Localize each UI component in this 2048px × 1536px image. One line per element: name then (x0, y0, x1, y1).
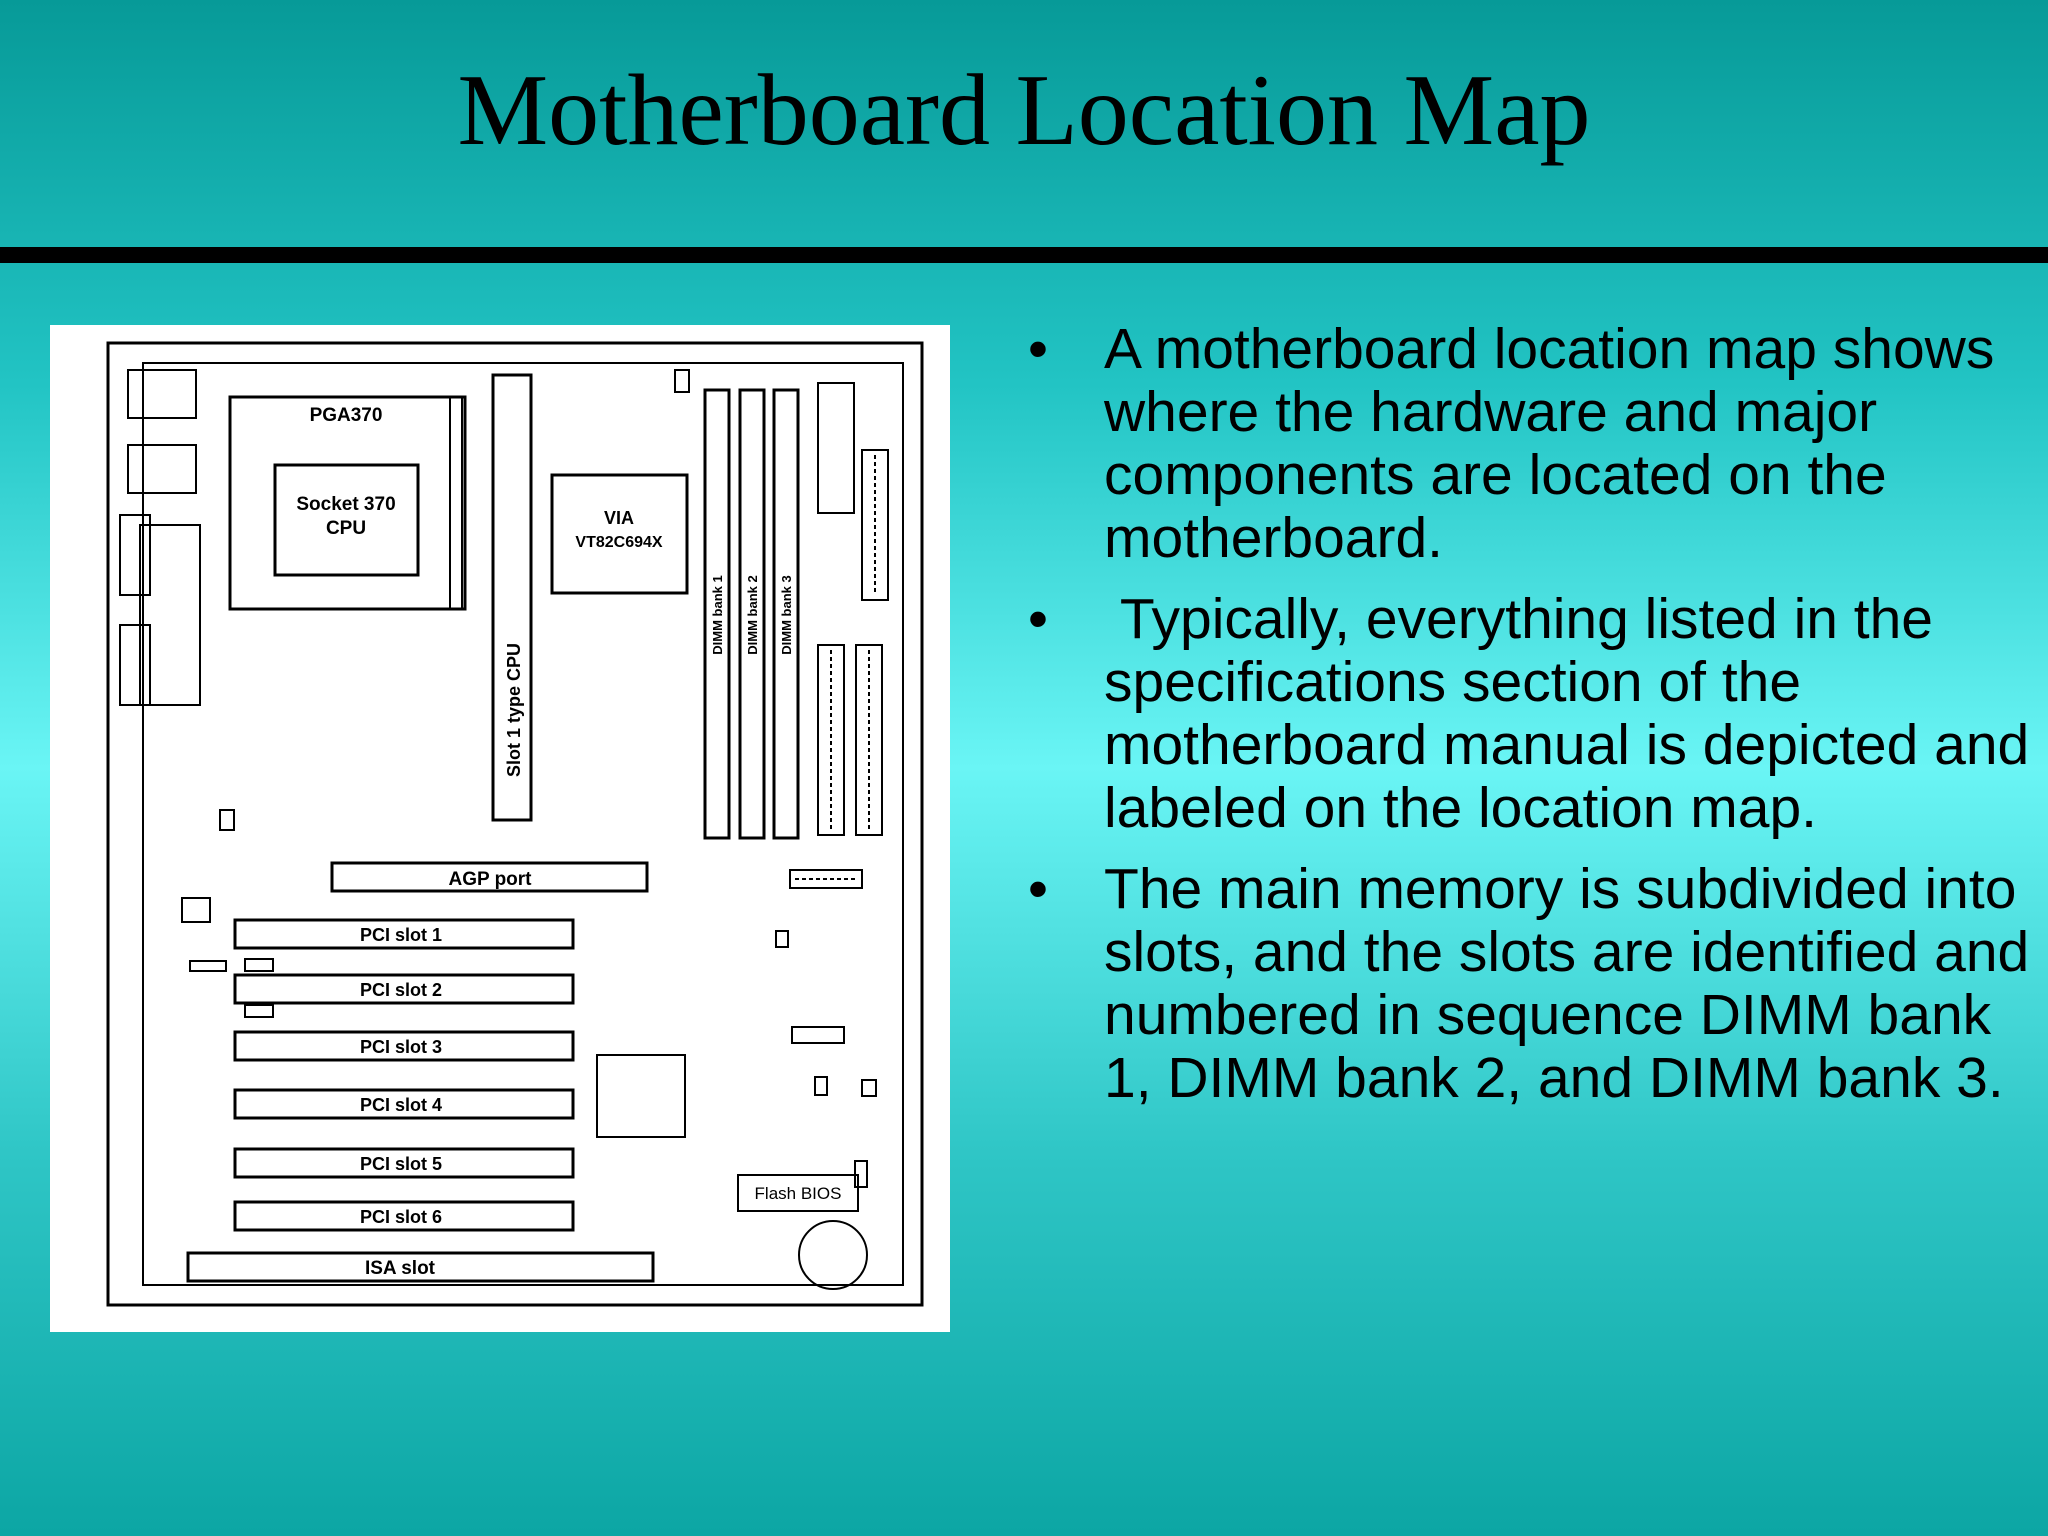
usb-port (127, 444, 197, 494)
via-label-line1: VIA (604, 508, 634, 528)
bullet-item: • A motherboard location map shows where … (1020, 318, 2030, 570)
title-divider (0, 247, 2048, 263)
via-northbridge (550, 473, 689, 595)
pci6-label: PCI slot 6 (360, 1207, 442, 1227)
slot1-label: Slot 1 type CPU (504, 643, 524, 777)
motherboard-map-svg: PGA370 Socket 370 CPU Slot 1 type CPU VI… (106, 341, 924, 1307)
pci3-label: PCI slot 3 (360, 1037, 442, 1057)
pci1-label: PCI slot 1 (360, 925, 442, 945)
isa-label: ISA slot (365, 1258, 436, 1279)
pci5-label: PCI slot 5 (360, 1154, 442, 1174)
agp-label: AGP port (448, 869, 532, 890)
dimm2-label: DIMM bank 2 (745, 575, 760, 654)
agp-port (330, 861, 649, 893)
bullet-text: The main memory is subdivided into slots… (1104, 857, 2030, 1110)
slot1-cpu (491, 373, 533, 822)
dimm-bank-3 (772, 388, 800, 840)
pci-slot-1 (233, 918, 575, 950)
via-southbridge (596, 1054, 686, 1138)
pci4-label: PCI slot 4 (360, 1095, 442, 1115)
dimm1-label: DIMM bank 1 (710, 575, 725, 654)
pci-slot-3 (233, 1030, 575, 1062)
pci-slot-2 (233, 973, 575, 1005)
bullet-item: • The main memory is subdivided into slot… (1020, 858, 2030, 1110)
flash-bios (737, 1174, 859, 1212)
pci2-label: PCI slot 2 (360, 980, 442, 1000)
pci-slot-6 (233, 1200, 575, 1232)
mouse-port (127, 369, 197, 419)
board-outer-edge (106, 341, 924, 1307)
motherboard-diagram: PGA370 Socket 370 CPU Slot 1 type CPU VI… (50, 325, 950, 1332)
com2-port (119, 624, 151, 706)
pci-slot-5 (233, 1147, 575, 1179)
dimm-bank-2 (738, 388, 766, 840)
bullet-marker: • (1028, 857, 1048, 921)
pga370-block (228, 395, 467, 611)
com1-port (119, 514, 151, 596)
dimm-bank-1 (703, 388, 731, 840)
bullet-list: • A motherboard location map shows where … (1020, 318, 2030, 1128)
isa-slot (186, 1251, 655, 1283)
pga370-label: PGA370 (310, 405, 383, 426)
dimm3-label: DIMM bank 3 (779, 575, 794, 654)
flash-bios-label: Flash BIOS (755, 1184, 842, 1203)
bullet-marker: • (1028, 317, 1048, 381)
socket-370-cpu (273, 463, 420, 577)
battery (798, 1220, 868, 1290)
socket-label-line1: Socket 370 (296, 494, 395, 515)
slide-title: Motherboard Location Map (457, 54, 1591, 167)
board-inner-edge (142, 362, 904, 1286)
bullet-item: • Typically, everything listed in the sp… (1020, 588, 2030, 840)
printer-port (139, 524, 201, 706)
bullet-text: Typically, everything listed in the spec… (1104, 587, 2046, 840)
pci-slot-4 (233, 1088, 575, 1120)
bullet-marker: • (1028, 587, 1048, 651)
bullet-text: A motherboard location map shows where t… (1104, 317, 1995, 570)
socket-label-line2: CPU (326, 518, 366, 539)
via-label-line2: VT82C694X (575, 534, 662, 551)
